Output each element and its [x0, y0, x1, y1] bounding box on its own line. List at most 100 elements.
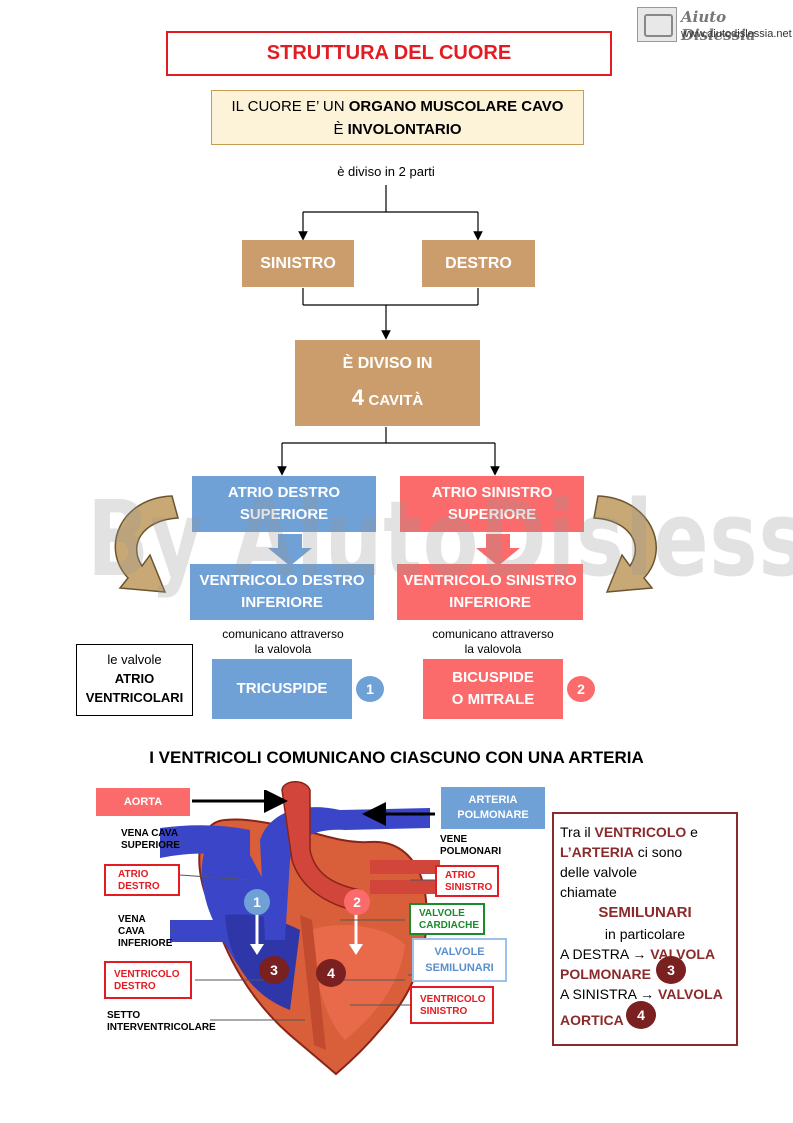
arteria-line1: ARTERIA	[468, 794, 518, 806]
vene-polmonari-label: VENE POLMONARI	[440, 834, 501, 858]
intro-text-b: ORGANO MUSCOLARE CAVO	[348, 98, 564, 115]
side-badge-3: 3	[656, 956, 686, 984]
valves-box-line2: ATRIO	[114, 671, 155, 686]
vena-cava-superiore-label: VENA CAVA SUPERIORE	[121, 828, 180, 852]
ventr-s-line2: SINISTRO	[420, 1006, 468, 1017]
heart-badge-2: 2	[344, 889, 370, 915]
ventricolo-sinistro-label: VENTRICOLO SINISTRO	[410, 986, 494, 1024]
valvole-card-line2: CARDIACHE	[419, 920, 479, 931]
valvole-card-line1: VALVOLE	[419, 908, 465, 919]
side-t3: e	[686, 824, 698, 840]
cavities-box: È DIVISO IN 4 CAVITÀ	[295, 340, 480, 426]
side-t13: A SINISTRA →	[560, 986, 659, 1002]
pulmonary-artery	[260, 807, 430, 940]
septum-shape	[300, 915, 326, 1050]
communicate-left-line2: la valovola	[254, 642, 312, 656]
heart-badge-3: 3	[259, 956, 289, 984]
atrio-sinistro-line1: ATRIO SINISTRO	[431, 484, 553, 501]
pulmonary-vein-upper	[370, 860, 440, 874]
valvole-semi-line1: VALVOLE	[434, 946, 485, 958]
valvole-semilunari-label: VALVOLE SEMILUNARI	[412, 938, 507, 982]
vena-sup-line2: SUPERIORE	[121, 840, 180, 851]
vene-polm-line1: VENE	[440, 834, 468, 845]
number-1-badge: 1	[356, 676, 384, 702]
red-down-arrow	[476, 534, 520, 566]
communicate-left: comunicano attraverso la valovola	[198, 627, 368, 657]
bicuspide-line2: O MITRALE	[451, 691, 535, 708]
valves-box-line3: VENTRICOLARI	[85, 690, 184, 705]
vena-cava-superior	[160, 825, 250, 858]
cavities-word: CAVITÀ	[368, 392, 424, 409]
atrio-d-line1: ATRIO	[118, 869, 149, 880]
ventr-d-line1: VENTRICOLO	[114, 969, 180, 980]
heart-badge-1: 1	[244, 889, 270, 915]
label-arrows	[192, 790, 435, 826]
bicuspide-line1: BICUSPIDE	[452, 669, 534, 686]
divided-label: è diviso in 2 parti	[337, 164, 435, 179]
logo-name: Aiuto Dislessia	[681, 8, 756, 44]
atrio-destro-line2: SUPERIORE	[239, 506, 329, 523]
valvole-cardiache-label: VALVOLE CARDIACHE	[409, 903, 485, 935]
ventricolo-destro-line1: VENTRICOLO DESTRO	[199, 572, 365, 589]
section-title: I VENTRICOLI COMUNICANO CIASCUNO CON UNA…	[149, 748, 644, 767]
left-ventricle-shape	[310, 925, 405, 1040]
heart-illustration	[160, 781, 445, 1076]
side-badge-4: 4	[626, 1001, 656, 1029]
vena-cava-inferiore-label: VENA CAVA INFERIORE	[118, 914, 172, 950]
side-t9: in particolare	[604, 926, 686, 942]
pulmonary-vein-lower	[370, 880, 440, 894]
side-t14: VALVOLA	[658, 986, 723, 1002]
communicate-right-line2: la valovola	[464, 642, 522, 656]
atrio-s-line2: SINISTRO	[445, 882, 493, 893]
valves-box: le valvole ATRIO VENTRICOLARI	[76, 644, 193, 716]
bicuspide-box: BICUSPIDE O MITRALE	[423, 659, 563, 719]
vena-sup-line1: VENA CAVA	[121, 828, 179, 839]
intro-box: IL CUORE E’ UN ORGANO MUSCOLARE CAVO È I…	[211, 90, 584, 145]
communicate-right-line1: comunicano attraverso	[432, 627, 554, 641]
ventr-s-line1: VENTRICOLO	[420, 994, 486, 1005]
destro-box: DESTRO	[422, 240, 535, 287]
atrio-destro-label: ATRIO DESTRO	[104, 864, 180, 896]
ventr-d-line2: DESTRO	[114, 981, 156, 992]
side-t15: AORTICA	[560, 1012, 624, 1028]
vena-cava-inferior	[170, 920, 225, 942]
atrio-destro-box: ATRIO DESTRO SUPERIORE	[192, 476, 376, 532]
side-t6: delle valvole	[560, 864, 638, 880]
ventricolo-sinistro-line1: VENTRICOLO SINISTRO	[403, 572, 577, 589]
communicate-right: comunicano attraverso la valovola	[408, 627, 578, 657]
side-t10: A DESTRA →	[560, 946, 651, 962]
atrio-d-line2: DESTRO	[118, 881, 160, 892]
logo-icon	[637, 7, 677, 42]
atrio-sinistro-line2: SUPERIORE	[447, 506, 537, 523]
atrio-destro-line1: ATRIO DESTRO	[227, 484, 341, 501]
side-t2: VENTRICOLO	[594, 824, 687, 840]
side-t5: ci sono	[633, 844, 683, 860]
side-t1: Tra il	[560, 824, 595, 840]
tricuspide-box: TRICUSPIDE	[212, 659, 352, 719]
atrio-s-line1: ATRIO	[445, 870, 476, 881]
ventricolo-destro-box: VENTRICOLO DESTRO INFERIORE	[190, 564, 374, 620]
aorta-vessel	[281, 781, 362, 911]
ventricolo-destro-label: VENTRICOLO DESTRO	[104, 961, 192, 999]
sinistro-box: SINISTRO	[242, 240, 354, 287]
cavities-line1: È DIVISO IN	[342, 355, 433, 372]
side-t7: chiamate	[560, 884, 617, 900]
vena-inf-line3: INFERIORE	[118, 938, 173, 949]
heart-badge-4: 4	[316, 959, 346, 987]
right-curved-arrow	[593, 495, 657, 593]
atrio-sinistro-box: ATRIO SINISTRO SUPERIORE	[400, 476, 584, 532]
ventricolo-sinistro-line2: INFERIORE	[449, 594, 531, 611]
ventricolo-destro-line2: INFERIORE	[241, 594, 323, 611]
valves-box-line1: le valvole	[107, 652, 162, 667]
cavities-num: 4	[351, 385, 365, 410]
vena-inf-line1: VENA	[118, 914, 146, 925]
site-logo: Aiuto Dislessia www.aiutodislessia.net	[637, 6, 792, 44]
page-title: STRUTTURA DEL CUORE	[166, 31, 612, 76]
side-t4: L’ARTERIA	[560, 844, 634, 860]
atrio-sinistro-label: ATRIO SINISTRO	[435, 865, 499, 897]
intro-text-d: INVOLONTARIO	[347, 121, 462, 138]
intro-text-c: È	[333, 121, 348, 138]
arteria-polmonare-label: ARTERIA POLMONARE	[441, 787, 545, 829]
ventricolo-sinistro-box: VENTRICOLO SINISTRO INFERIORE	[397, 564, 583, 620]
communicate-left-line1: comunicano attraverso	[222, 627, 344, 641]
